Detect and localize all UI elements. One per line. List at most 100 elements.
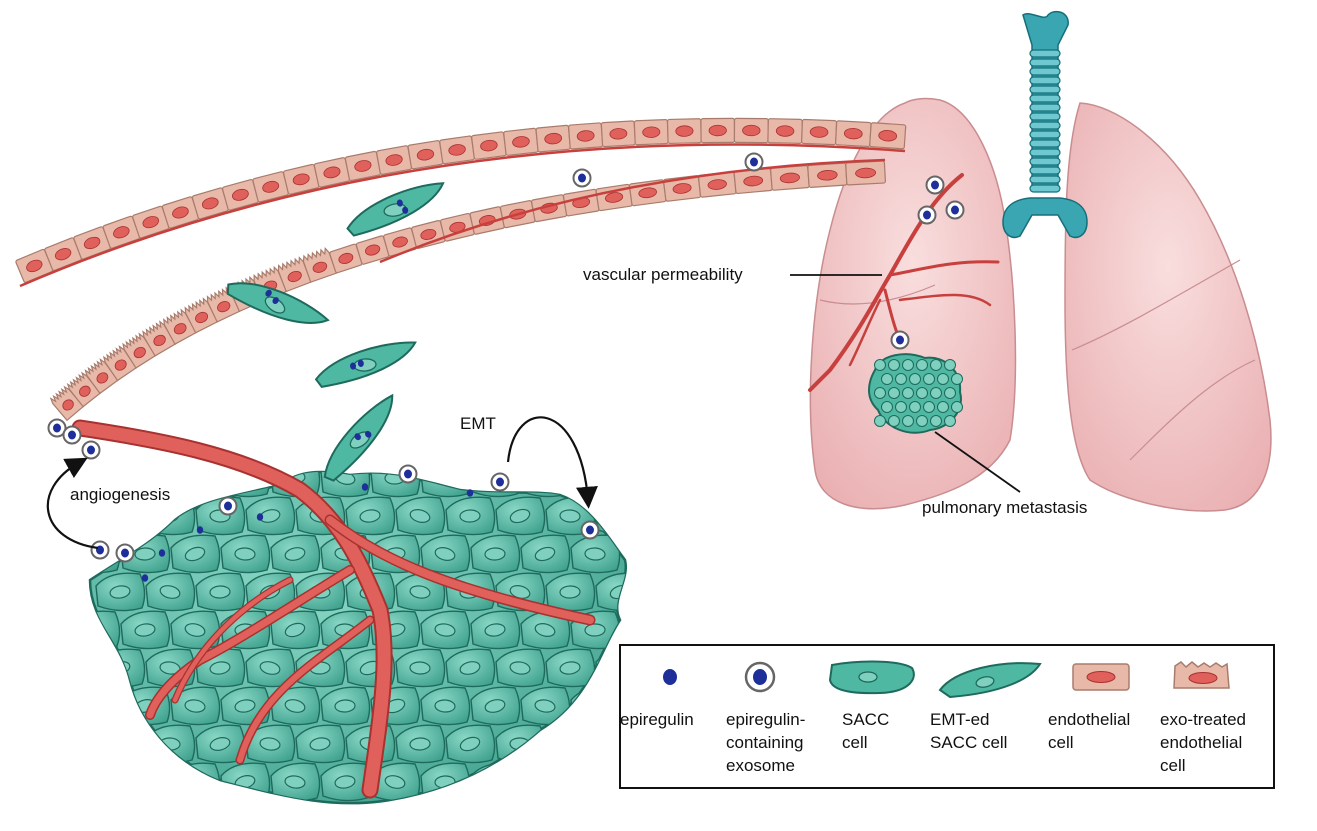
trachea-ring	[1029, 103, 1061, 112]
metastasis-cell	[909, 401, 921, 413]
sacc-cell	[170, 686, 221, 726]
sacc-cell	[90, 762, 121, 802]
sacc-cell	[120, 762, 171, 802]
metastasis-cell	[930, 387, 942, 399]
metastasis-cell	[923, 401, 935, 413]
exosome	[398, 464, 418, 484]
angiogenesis-label: angiogenesis	[70, 485, 171, 504]
metastasis-cell	[902, 359, 914, 371]
endothelial-cell	[122, 332, 157, 369]
exosome	[945, 200, 965, 220]
sacc-cell	[270, 534, 321, 574]
metastasis-cell	[937, 373, 949, 385]
trachea-ring	[1029, 112, 1061, 121]
metastasis-cell	[874, 415, 886, 427]
legend-label-sacc-cell: SACC cell	[842, 710, 890, 752]
sacc-cell	[170, 472, 221, 498]
endothelial-cell	[562, 188, 600, 217]
sacc-cell	[270, 610, 321, 650]
metastasis-cell	[874, 387, 886, 399]
sacc-cell	[420, 686, 471, 726]
sacc-cell	[270, 686, 321, 726]
endothelial-cell	[184, 297, 219, 334]
metastasis-cell	[902, 387, 914, 399]
endothelial-cell	[302, 247, 338, 283]
exosome	[81, 440, 101, 460]
trachea-ring	[1029, 157, 1061, 166]
legend-label-emt-sacc-cell: EMT-ed SACC cell	[930, 710, 1008, 752]
sacc-cell	[420, 534, 471, 574]
endothelial-cell	[376, 145, 413, 175]
sacc-cell	[245, 496, 296, 536]
endothelial-cell	[161, 196, 199, 229]
sacc-cell	[395, 648, 446, 688]
left-lung	[809, 97, 1017, 510]
endothelial-cell	[663, 175, 702, 202]
endothelial-cell	[807, 162, 848, 188]
endothelial-cell	[44, 237, 82, 272]
sacc-cell	[395, 724, 446, 764]
metastasis-cell	[881, 401, 893, 413]
metastasis-cell	[916, 359, 928, 371]
metastasis-cell	[923, 373, 935, 385]
sacc-cell	[295, 724, 346, 764]
endothelial-cell	[770, 165, 810, 191]
endothelial-cell	[102, 345, 138, 382]
legend-label-epiregulin: epiregulin	[620, 710, 694, 729]
epiregulin	[141, 574, 149, 582]
endothelial-cell	[633, 118, 669, 146]
exo-treated-endothelial-cell-icon	[1173, 661, 1230, 689]
exosome	[62, 425, 82, 445]
metastasis-cell	[888, 387, 900, 399]
sacc-cell	[495, 648, 546, 688]
sacc-cell	[245, 724, 296, 764]
pulmonary-metastasis-mass	[868, 353, 963, 434]
epiregulin	[466, 489, 474, 497]
sacc-cell	[545, 572, 596, 612]
exosome	[744, 152, 764, 172]
sacc-cell	[570, 762, 621, 802]
emt-sacc-cell	[323, 393, 394, 482]
legend-label-endothelial-cell: endothelial cell	[1048, 710, 1131, 752]
metastasis-cell	[937, 401, 949, 413]
exosome	[115, 543, 135, 563]
emt-sacc-cell-icon	[938, 662, 1042, 699]
endothelial-cell	[132, 205, 170, 239]
lungs	[809, 97, 1272, 512]
endothelial-cell	[142, 320, 177, 357]
sacc-cell	[95, 572, 146, 612]
metastasis-cell	[944, 387, 956, 399]
endothelial-cell	[535, 124, 571, 153]
sacc-cell	[90, 610, 121, 650]
sacc-cell	[420, 472, 471, 498]
trachea-ring	[1029, 58, 1061, 67]
vascular-permeability-label: vascular permeability	[583, 265, 743, 284]
endothelial-cell	[411, 219, 446, 249]
metastasis-cell	[874, 359, 886, 371]
exosome	[917, 205, 937, 225]
endothelial-cell	[869, 122, 907, 150]
sacc-cell	[470, 686, 521, 726]
metastasis-cell	[895, 401, 907, 413]
trachea-ring	[1029, 85, 1061, 94]
exosome	[218, 496, 238, 516]
sacc-cell	[520, 534, 571, 574]
endothelial-cell	[221, 178, 259, 211]
legend-box	[619, 644, 1275, 789]
endothelial-cell	[733, 117, 769, 144]
exosome	[572, 168, 592, 188]
legend-icons	[663, 660, 1230, 699]
sacc-cell	[320, 762, 371, 802]
endothelial-cell-icon	[1072, 663, 1130, 691]
endothelial-cell	[834, 120, 872, 148]
endothelial-cell	[471, 131, 507, 160]
endothelial-cell	[102, 215, 141, 249]
sacc-cell	[445, 724, 496, 764]
trachea-ring	[1029, 67, 1061, 76]
exosome	[925, 175, 945, 195]
endothelial-cell	[801, 118, 838, 146]
endothelial-cell	[439, 135, 475, 165]
vessel-upper-wall	[15, 117, 907, 288]
sacc-cell	[245, 648, 296, 688]
legend-label-exo-treated-endothelial-cell: exo-treated endothelial cell	[1160, 710, 1246, 775]
